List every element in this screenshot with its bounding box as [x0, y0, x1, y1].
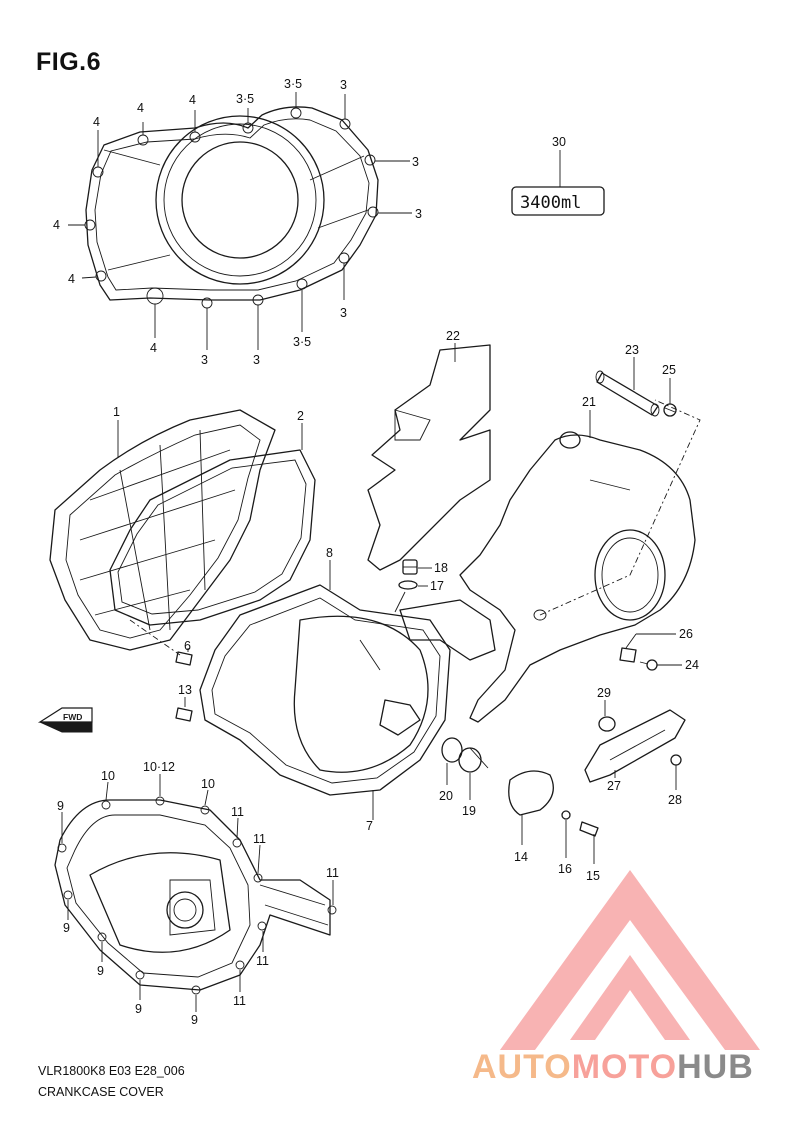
- callout-top-4b: 4: [189, 93, 196, 107]
- callout-bottom-9b: 9: [63, 921, 70, 935]
- oil-capacity-text: 3400ml: [520, 193, 581, 213]
- callout-21: 21: [582, 395, 596, 409]
- watermark-hub: HUB: [677, 1048, 754, 1086]
- callout-25: 25: [662, 363, 676, 377]
- callout-1: 1: [113, 405, 120, 419]
- callout-26: 26: [679, 627, 693, 641]
- callout-29: 29: [597, 686, 611, 700]
- bolt-26: [619, 647, 637, 663]
- callout-22: 22: [446, 329, 460, 343]
- dowel-13: [175, 707, 193, 722]
- callout-top-4a: 4: [137, 101, 144, 115]
- watermark-logo-icon: [500, 870, 760, 1050]
- watermark-moto: MOTO: [571, 1048, 678, 1086]
- callout-30: 30: [552, 135, 566, 149]
- callout-bottom-10-12: 10·12: [143, 760, 175, 774]
- callout-6: 6: [184, 639, 191, 653]
- callout-top-3a: 3: [340, 78, 347, 92]
- callout-top-3b: 3: [412, 155, 419, 169]
- top-cover-leaders: [68, 92, 412, 350]
- callout-19: 19: [462, 804, 476, 818]
- plug-18: [402, 559, 418, 575]
- callout-16: 16: [558, 862, 572, 876]
- callout-top-4c: 4: [93, 115, 100, 129]
- watermark-auto: AUTO: [472, 1048, 572, 1086]
- plate-27: [584, 709, 686, 783]
- callout-bottom-10b: 10: [201, 777, 215, 791]
- callout-bottom-10a: 10: [101, 769, 115, 783]
- callout-bottom-9e: 9: [191, 1013, 198, 1027]
- callout-top-3f: 3: [340, 306, 347, 320]
- o-ring-17: [398, 580, 418, 590]
- callout-27: 27: [607, 779, 621, 793]
- outer-cover-21: [459, 399, 701, 723]
- callout-17: 17: [430, 579, 444, 593]
- callout-bottom-11e: 11: [256, 954, 269, 968]
- callout-18: 18: [434, 561, 448, 575]
- dowel-6: [129, 619, 193, 666]
- callout-top-3c: 3: [415, 207, 422, 221]
- callout-28: 28: [668, 793, 682, 807]
- callout-20: 20: [439, 789, 453, 803]
- callout-top-3-5c: 3·5: [293, 335, 311, 349]
- top-cover-outline: [85, 106, 379, 301]
- figure-caption: CRANKCASE COVER: [38, 1085, 164, 1099]
- cap-14: [508, 770, 554, 816]
- callout-bottom-11d: 11: [233, 994, 246, 1008]
- inner-cover-1: [49, 409, 276, 651]
- watermark-text: AUTOMOTOHUB: [472, 1048, 754, 1087]
- bottom-cover-bolt-holes: [57, 796, 337, 995]
- callout-7: 7: [366, 819, 373, 833]
- grommet-29: [598, 716, 616, 732]
- bracket-near-cover-8: [399, 599, 496, 661]
- callout-bottom-11b: 11: [253, 832, 266, 846]
- callout-13: 13: [178, 683, 192, 697]
- gasket-sheet-22: [367, 344, 491, 571]
- bolt-25: [663, 403, 677, 417]
- plug-19: [458, 747, 489, 773]
- washer-16: [561, 810, 571, 820]
- bottom-cover-leaders: [61, 774, 334, 1012]
- callout-top-3-5b: 3·5: [284, 77, 302, 91]
- bolt-28: [670, 754, 682, 775]
- bottom-cover-outline: [54, 799, 331, 991]
- model-code: VLR1800K8 E03 E28_006: [38, 1064, 185, 1078]
- callout-top-3-5a: 3·5: [236, 92, 254, 106]
- oil-capacity-box: [511, 186, 605, 216]
- callout-top-3e: 3: [253, 353, 260, 367]
- figure-title: FIG.6: [36, 48, 102, 76]
- o-ring-20: [441, 737, 463, 763]
- gasket-2: [109, 449, 316, 626]
- top-cover-bolt-holes: [84, 107, 379, 309]
- fwd-arrow-text: FWD: [63, 712, 82, 722]
- callout-24: 24: [685, 658, 699, 672]
- dowel-pin-23: [595, 370, 660, 417]
- clutch-cover-8: [199, 584, 451, 796]
- callout-bottom-9d: 9: [135, 1002, 142, 1016]
- callout-14: 14: [514, 850, 528, 864]
- fwd-arrow-icon: FWD: [37, 707, 93, 733]
- bolt-24: [639, 659, 658, 671]
- callout-15: 15: [586, 869, 600, 883]
- callout-8: 8: [326, 546, 333, 560]
- bolt-15: [579, 821, 599, 837]
- callout-top-3d: 3: [201, 353, 208, 367]
- callout-top-4f: 4: [150, 341, 157, 355]
- callout-bottom-11a: 11: [231, 805, 244, 819]
- callout-23: 23: [625, 343, 639, 357]
- callout-top-4d: 4: [53, 218, 60, 232]
- callout-bottom-9c: 9: [97, 964, 104, 978]
- callout-bottom-11c: 11: [326, 866, 339, 880]
- callout-top-4e: 4: [68, 272, 75, 286]
- callout-2: 2: [297, 409, 304, 423]
- callout-bottom-9a: 9: [57, 799, 64, 813]
